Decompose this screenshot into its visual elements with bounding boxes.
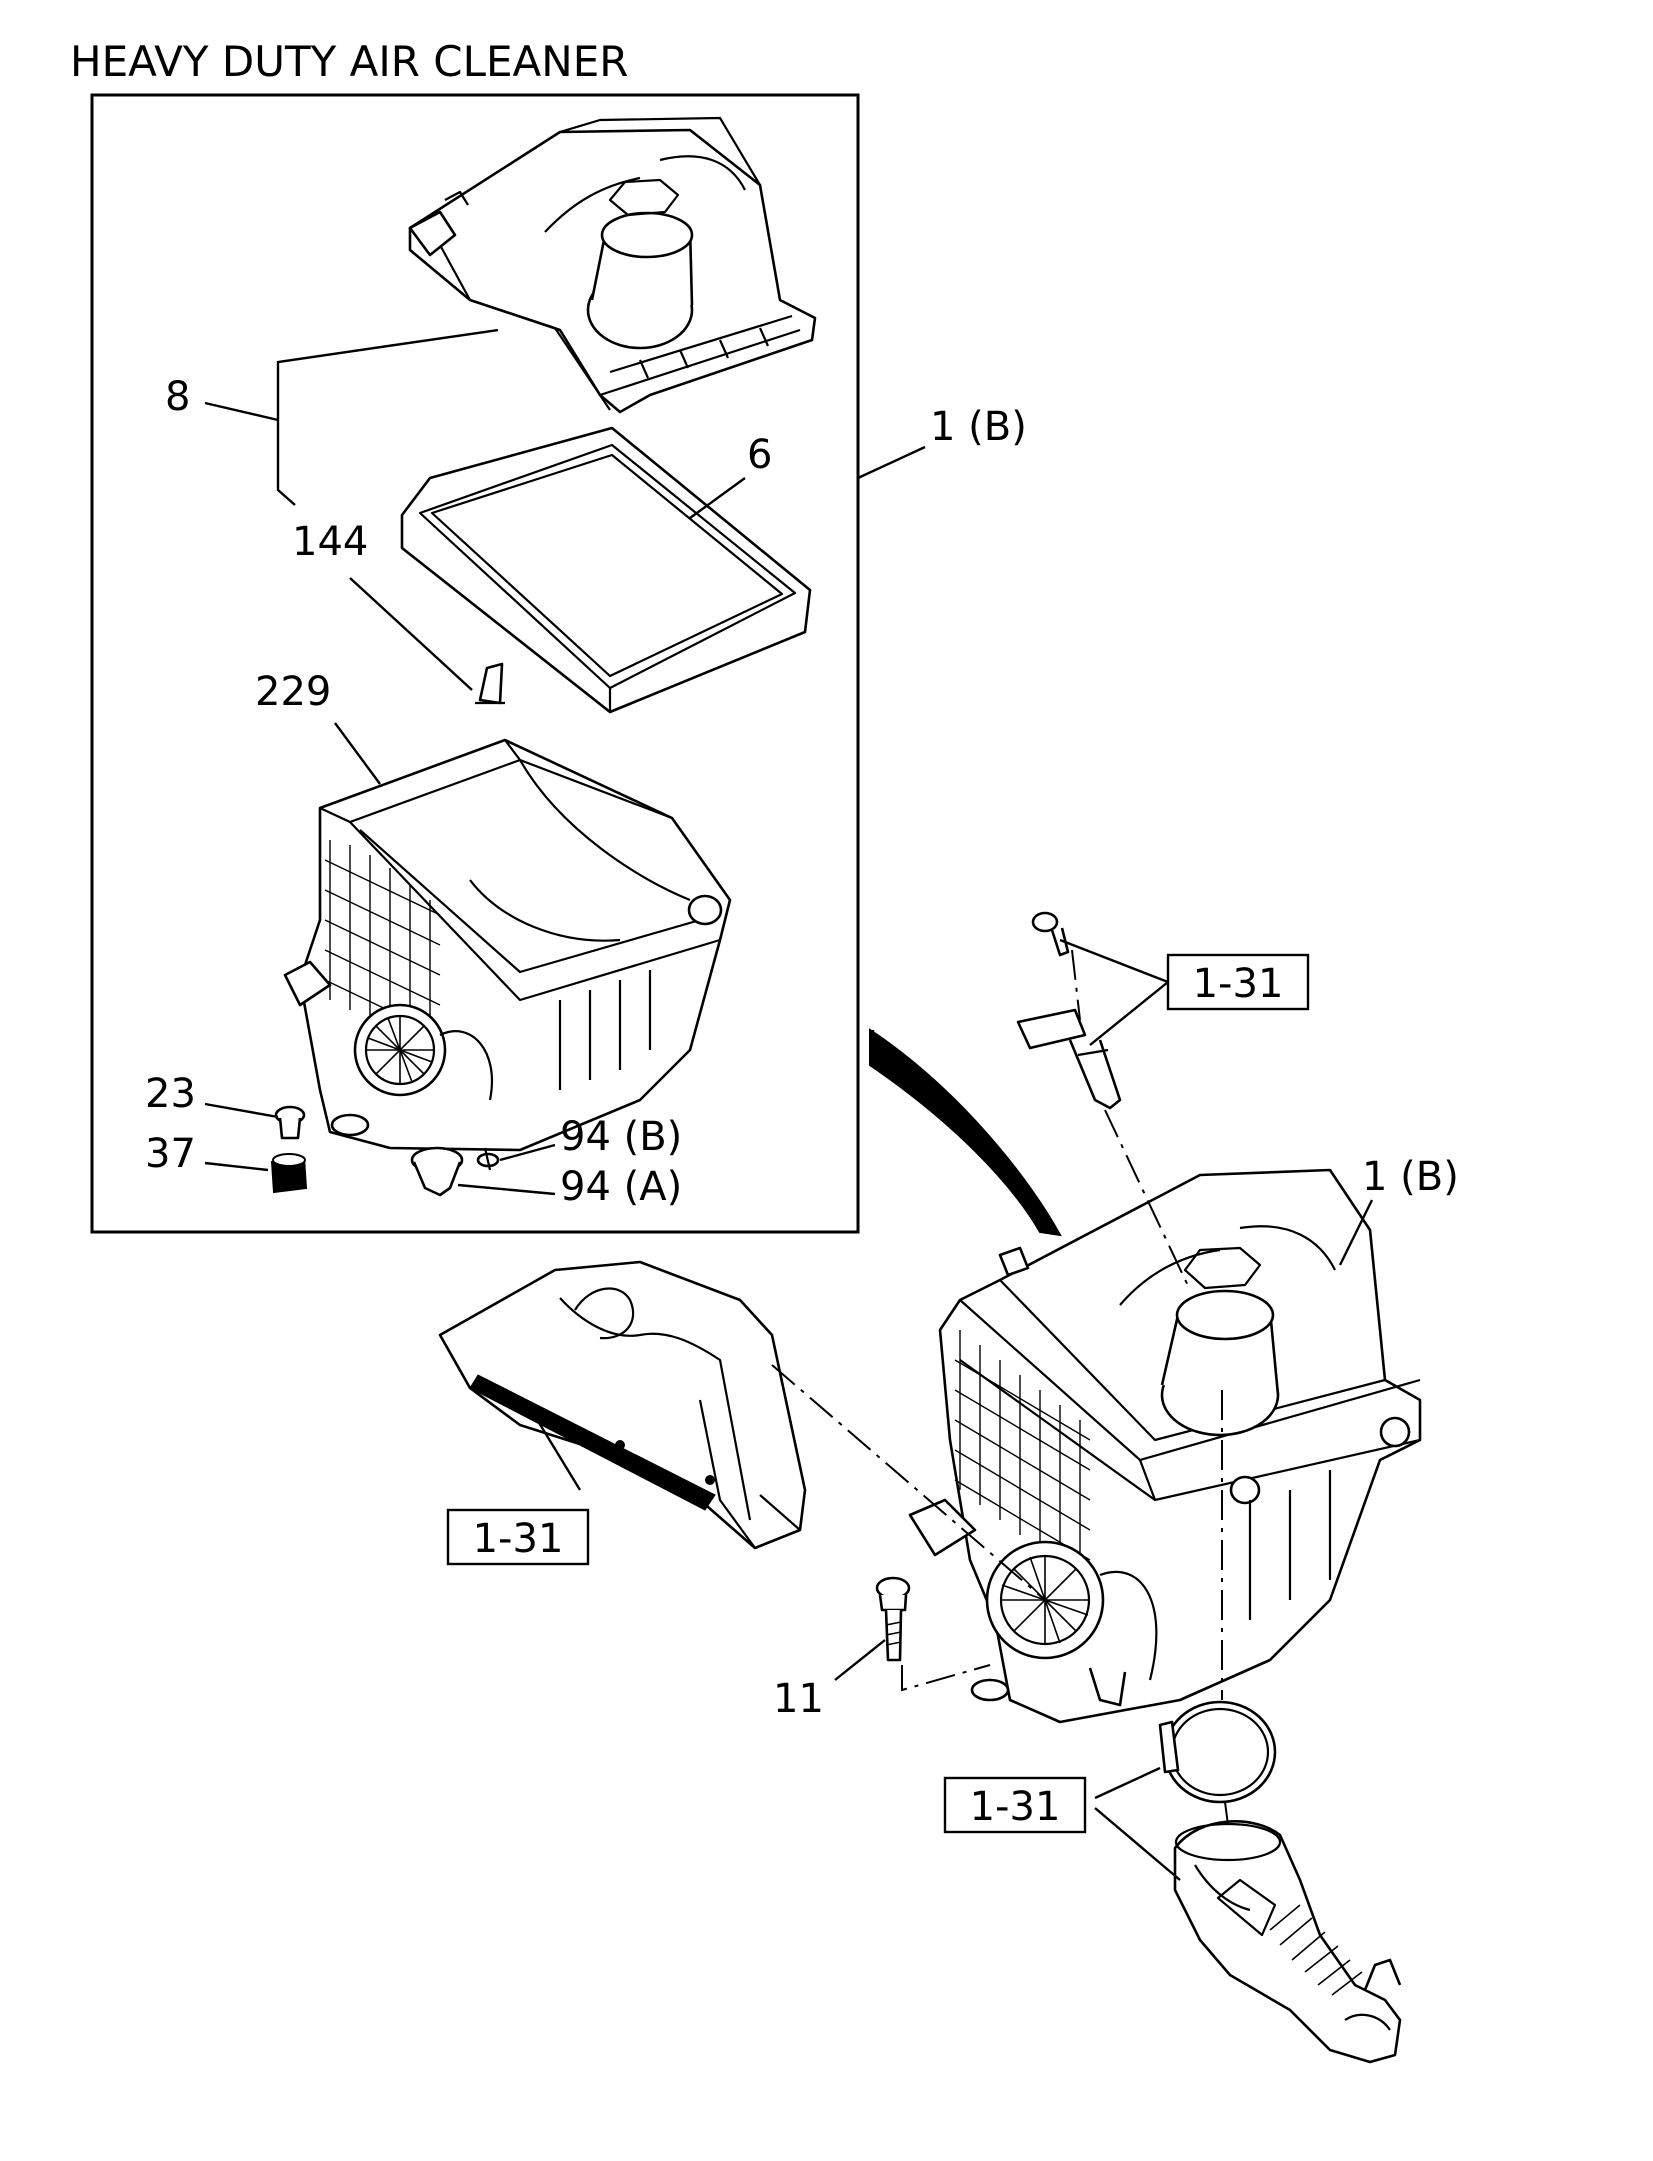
ref-label-duct: 1-31 bbox=[473, 1516, 564, 1562]
callout-37: 37 bbox=[145, 1131, 196, 1177]
alignment-lines bbox=[554, 949, 1229, 1826]
ref-label-sensor: 1-31 bbox=[1193, 961, 1284, 1007]
callout-94a: 94 (A) bbox=[560, 1164, 682, 1210]
ref-box-duct[interactable]: 1-31 bbox=[446, 1508, 590, 1566]
leader-lines-assembled bbox=[528, 938, 1374, 1881]
valve-part-94a[interactable] bbox=[410, 1146, 464, 1197]
ref-box-sensor[interactable]: 1-31 bbox=[1166, 953, 1310, 1011]
bolt-part-11[interactable] bbox=[875, 1576, 911, 1662]
intake-hose[interactable] bbox=[1173, 1820, 1402, 2064]
callout-1b-right: 1 (B) bbox=[1362, 1154, 1459, 1200]
air-intake-duct[interactable] bbox=[438, 1260, 807, 1550]
callout-229: 229 bbox=[255, 669, 331, 715]
exploded-view-frame bbox=[90, 93, 860, 1234]
callout-11: 11 bbox=[773, 1676, 824, 1722]
assembled-air-cleaner[interactable] bbox=[908, 1168, 1422, 1724]
rubber-mount-part-37[interactable] bbox=[270, 1153, 308, 1194]
callout-23: 23 bbox=[145, 1071, 196, 1117]
ref-box-hose[interactable]: 1-31 bbox=[943, 1776, 1087, 1834]
lower-case-part-229[interactable] bbox=[283, 738, 732, 1152]
callout-94b: 94 (B) bbox=[560, 1114, 682, 1160]
callout-1b-top: 1 (B) bbox=[930, 404, 1027, 450]
sensor-screw[interactable] bbox=[1031, 911, 1070, 957]
upper-cover-part-8[interactable] bbox=[408, 116, 817, 414]
callout-8: 8 bbox=[165, 374, 190, 420]
hose-clamp[interactable] bbox=[1158, 1700, 1277, 1804]
filter-element-part-6[interactable] bbox=[400, 426, 812, 714]
leader-lines-exploded bbox=[204, 328, 926, 1196]
airflow-sensor[interactable] bbox=[1016, 1008, 1122, 1110]
callout-6: 6 bbox=[747, 432, 772, 478]
ref-label-hose: 1-31 bbox=[970, 1784, 1061, 1830]
direction-arrow bbox=[869, 1028, 1062, 1237]
grommet-part-23[interactable] bbox=[274, 1105, 306, 1140]
clip-part-94b[interactable] bbox=[476, 1147, 500, 1171]
diagram-title: HEAVY DUTY AIR CLEANER bbox=[70, 37, 628, 86]
callout-144: 144 bbox=[292, 519, 368, 565]
clip-part-144[interactable] bbox=[475, 662, 505, 705]
